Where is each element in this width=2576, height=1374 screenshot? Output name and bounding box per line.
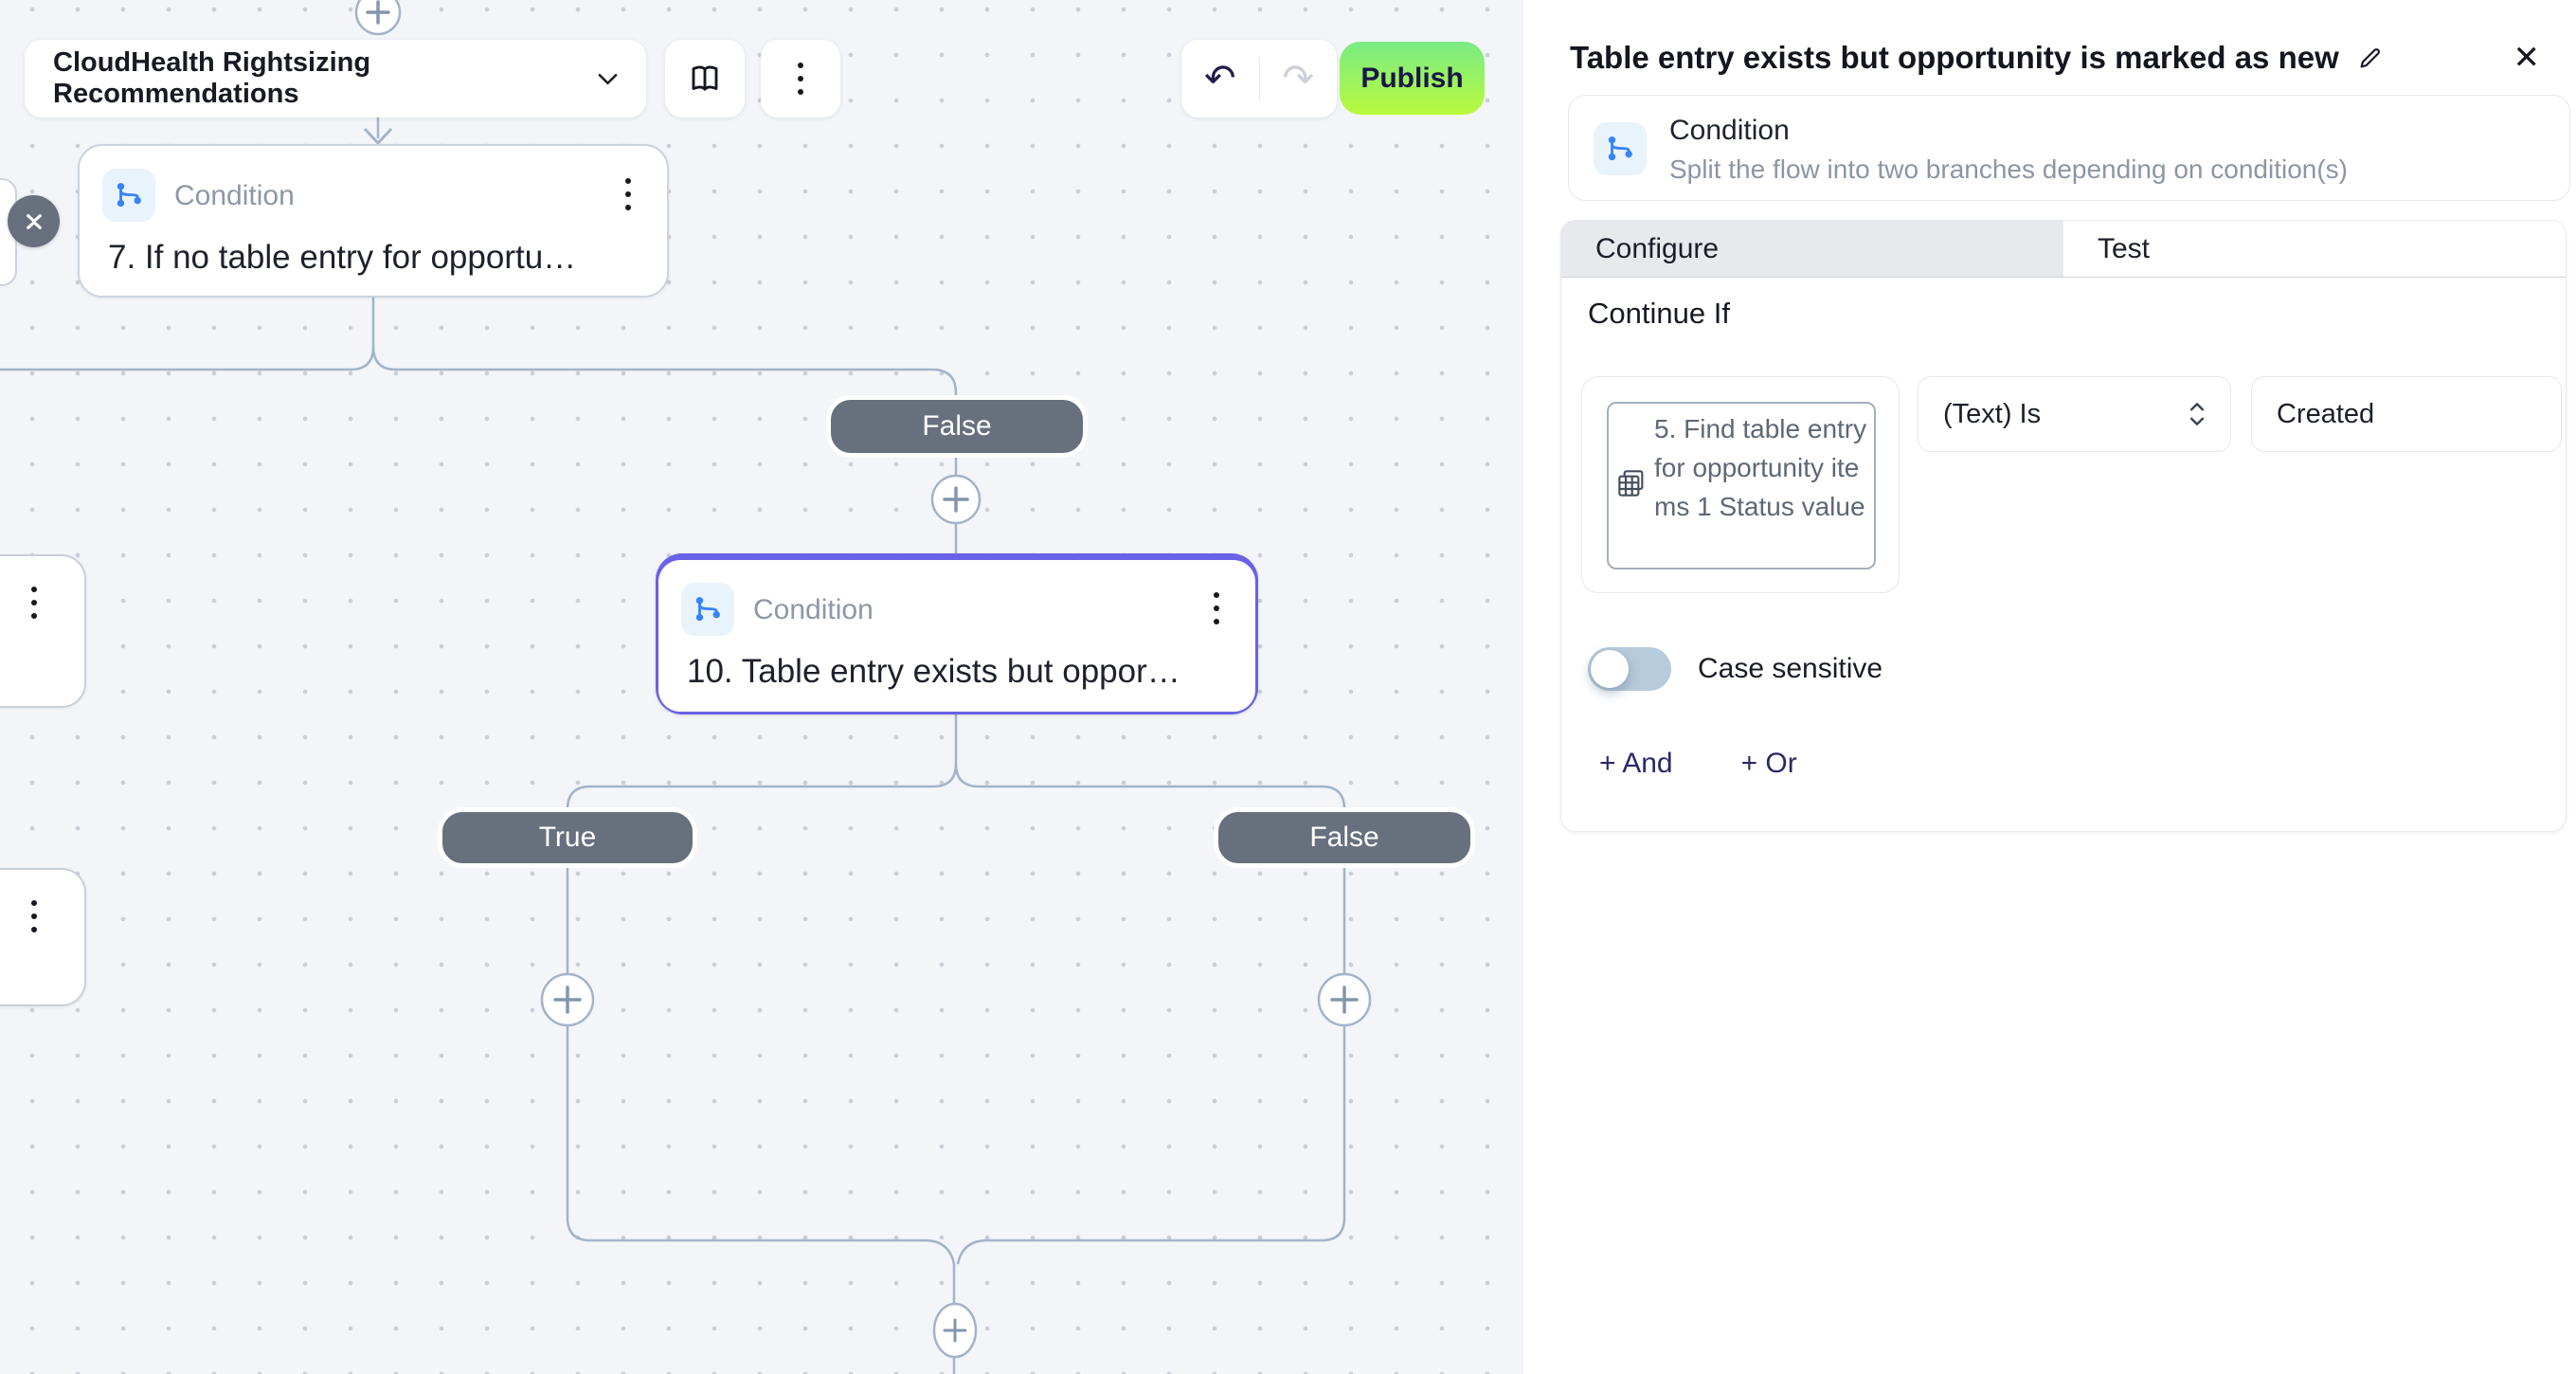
case-sensitive-toggle[interactable] [1588,647,1671,691]
condition-value: Created [2277,398,2375,429]
edit-title-button[interactable] [2356,44,2385,72]
configure-section-card: Configure Test Continue If 5. Find table… [1560,220,2567,832]
node-type-label: Condition [753,594,874,625]
branch-label-true: True [438,807,697,868]
guide-book-button[interactable] [665,40,745,118]
node-menu-button[interactable] [1208,587,1225,630]
condition-branch-icon [1594,122,1647,175]
divider [1258,57,1260,100]
toggle-knob [1591,650,1629,688]
node-menu-button[interactable] [26,581,43,624]
offscreen-node-card[interactable] [0,868,86,1006]
branch-label-false: False [1214,807,1475,868]
panel-title: Table entry exists but opportunity is ma… [1570,40,2339,75]
flow-connectors [0,0,1372,1374]
case-sensitive-row: Case sensitive [1588,647,1882,691]
offscreen-node-card[interactable] [0,554,86,708]
node-title: 7. If no table entry for opportu… [108,239,577,276]
branch-label-false: False [826,395,1088,458]
condition-branch-icon [102,169,155,222]
condition-operator-select[interactable]: (Text) Is [1918,376,2231,452]
step-type-description: Split the flow into two branches dependi… [1669,154,2348,184]
condition-branch-icon [681,583,734,636]
case-sensitive-label: Case sensitive [1698,653,1883,684]
add-step-button[interactable] [932,1302,978,1359]
continue-if-heading: Continue If [1588,297,1730,330]
add-condition-row: + And + Or [1599,748,1797,780]
collapse-vertical-icon [26,213,42,229]
node-condition-7[interactable]: Condition 7. If no table entry for oppor… [78,144,669,298]
operand-variable-text: 5. Find table entry for opportunity item… [1654,414,1867,521]
workflow-name: CloudHealth Rightsizing Recommendations [53,47,371,109]
node-type-label: Condition [174,180,295,211]
add-step-button[interactable] [540,972,595,1027]
workflow-selector-dropdown[interactable]: CloudHealth Rightsizing Recommendations [25,40,646,118]
add-step-button[interactable] [930,474,982,525]
add-and-button[interactable]: + And [1599,748,1673,779]
undo-button[interactable]: ↶ [1181,40,1259,118]
node-title: 10. Table entry exists but oppor… [687,653,1180,690]
operand-variable-chip[interactable]: 5. Find table entry for opportunity item… [1607,402,1876,569]
tab-configure[interactable]: Configure [1561,221,2063,277]
tab-test[interactable]: Test [2063,221,2566,277]
undo-redo-group: ↶ ↷ [1181,40,1337,118]
step-type-name: Condition [1669,115,1790,146]
kebab-icon [792,57,809,100]
table-icon [1616,468,1647,503]
condition-value-input[interactable]: Created [2251,376,2562,452]
step-type-card: Condition Split the flow into two branch… [1568,95,2570,201]
node-menu-button[interactable] [620,172,637,216]
add-step-button[interactable] [1317,972,1372,1027]
select-updown-icon [2189,403,2205,425]
panel-tabs: Configure Test [1561,221,2566,278]
condition-operand-field[interactable]: 5. Find table entry for opportunity item… [1581,376,1900,593]
panel-title-row: Table entry exists but opportunity is ma… [1570,40,2538,76]
redo-icon: ↷ [1282,58,1314,99]
node-menu-button[interactable] [26,895,43,938]
chevron-down-icon [598,73,618,85]
publish-button[interactable]: Publish [1340,42,1485,115]
step-config-panel: Table entry exists but opportunity is ma… [1522,0,2576,1374]
pencil-icon [2360,48,2380,68]
add-or-button[interactable]: + Or [1740,748,1797,779]
operator-value: (Text) Is [1943,398,2042,429]
redo-button[interactable]: ↷ [1260,40,1338,118]
node-condition-10-selected[interactable]: Condition 10. Table entry exists but opp… [656,553,1258,714]
open-book-icon [692,65,718,91]
canvas-more-options-button[interactable] [761,40,840,118]
collapse-branch-button[interactable] [8,195,60,247]
close-panel-button[interactable]: ✕ [2513,40,2541,76]
flow-canvas[interactable]: Condition 7. If no table entry for oppor… [0,0,1522,1374]
undo-icon: ↶ [1203,58,1236,99]
